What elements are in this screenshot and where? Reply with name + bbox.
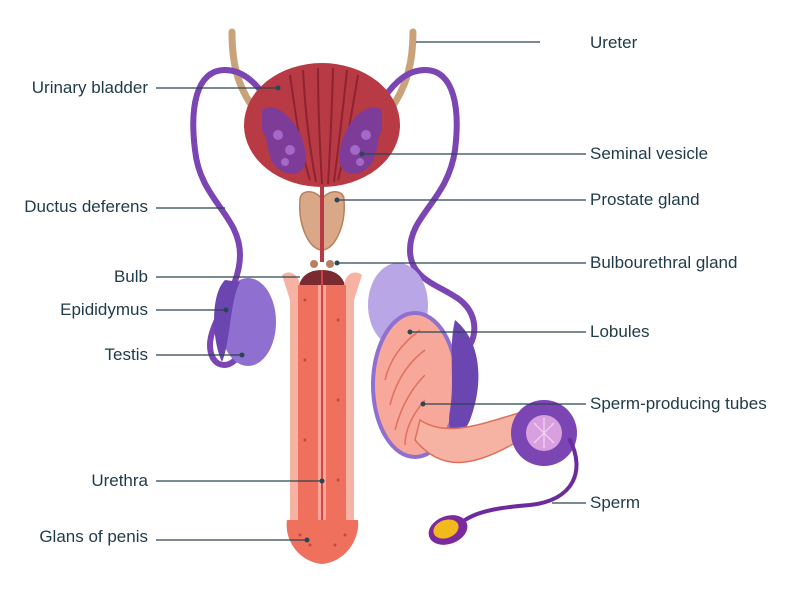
label-glans-of-penis: Glans of penis <box>39 527 148 546</box>
sperm-tail <box>463 438 579 522</box>
label-urethra: Urethra <box>91 471 148 490</box>
label-lobules: Lobules <box>590 322 650 341</box>
left-epididymis <box>214 280 240 362</box>
label-ureter: Ureter <box>590 33 638 52</box>
right-epididymis <box>449 320 479 434</box>
bulbourethral-gland <box>310 260 318 268</box>
label-epididymus: Epididymus <box>60 300 148 319</box>
label-seminal-vesicle: Seminal vesicle <box>590 144 709 163</box>
left-seminal-vesicle <box>262 107 306 174</box>
label-sperm: Sperm <box>590 493 641 512</box>
label-bulbourethral-gland: Bulbourethral gland <box>590 253 738 272</box>
leader-lines <box>156 41 586 543</box>
label-testis: Testis <box>104 345 148 364</box>
label-bulb: Bulb <box>113 267 148 286</box>
left-ductus-deferens <box>190 66 308 368</box>
label-prostate-gland: Prostate gland <box>590 190 700 209</box>
label-urinary-bladder: Urinary bladder <box>31 78 148 97</box>
right-ductus-deferens <box>342 66 478 348</box>
right-seminal-vesicle <box>339 107 382 174</box>
label-ductus-deferens: Ductus deferens <box>24 197 148 216</box>
penis-left-column <box>282 272 300 520</box>
label-sperm-producing-tubes: Sperm-producing tubes <box>590 394 767 413</box>
penis-right-column <box>344 272 362 520</box>
glans-of-penis <box>286 520 359 564</box>
